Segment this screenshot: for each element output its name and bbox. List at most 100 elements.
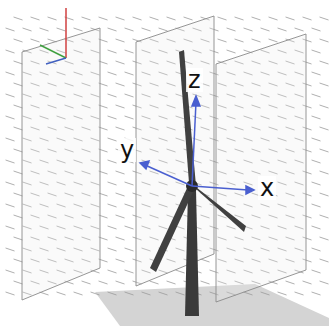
flow-vector xyxy=(142,292,151,295)
flow-vector xyxy=(116,281,125,284)
flow-vector xyxy=(82,17,91,20)
flow-vector xyxy=(142,28,151,31)
flow-vector xyxy=(91,292,100,295)
flow-vector xyxy=(295,292,304,295)
flow-vector xyxy=(57,292,66,295)
flow-vector xyxy=(320,237,329,240)
flow-vector xyxy=(116,83,125,86)
flow-vector xyxy=(14,259,23,262)
flow-vector xyxy=(108,72,117,75)
axis-label: x xyxy=(258,176,276,200)
flow-vector xyxy=(125,94,134,97)
flow-vector xyxy=(125,226,134,229)
flow-vector xyxy=(167,17,176,20)
flow-vector xyxy=(108,116,117,119)
flow-vector xyxy=(125,116,134,119)
axis-label: y xyxy=(118,138,136,162)
flow-vector xyxy=(6,94,15,97)
flow-vector xyxy=(269,17,278,20)
flow-vector xyxy=(14,149,23,152)
flow-vector xyxy=(6,270,15,273)
flow-vector xyxy=(150,17,159,20)
flow-vector xyxy=(6,28,15,31)
flow-vector xyxy=(320,17,329,20)
flow-vector xyxy=(108,138,117,141)
flow-vector xyxy=(125,182,134,185)
flow-vector xyxy=(116,17,125,20)
flow-vector xyxy=(14,127,23,130)
flow-vector xyxy=(14,281,23,284)
flow-vector xyxy=(176,292,185,295)
flow-vector xyxy=(108,248,117,251)
flow-vector xyxy=(31,39,40,42)
flow-vector xyxy=(6,182,15,185)
flow-vector xyxy=(125,50,134,53)
flow-vector xyxy=(14,105,23,108)
flow-vector xyxy=(312,204,321,207)
flow-vector xyxy=(125,28,134,31)
flow-vector xyxy=(312,72,321,75)
flow-vector xyxy=(125,270,134,273)
flow-vector xyxy=(320,215,329,218)
flow-vector xyxy=(286,17,295,20)
measurement-planes xyxy=(22,16,306,302)
flow-vector xyxy=(6,226,15,229)
flow-vector xyxy=(312,160,321,163)
flow-vector xyxy=(320,83,329,86)
flow-vector xyxy=(320,149,329,152)
flow-vector xyxy=(261,28,270,31)
flow-vector xyxy=(6,160,15,163)
reference-triad xyxy=(40,8,66,64)
flow-vector xyxy=(6,72,15,75)
flow-vector xyxy=(320,105,329,108)
flow-vector xyxy=(108,160,117,163)
flow-vector xyxy=(227,50,236,53)
flow-vector xyxy=(159,28,168,31)
flow-vector xyxy=(312,138,321,141)
flow-vector xyxy=(14,83,23,86)
flow-vector xyxy=(125,292,134,295)
flow-vector xyxy=(99,17,108,20)
flow-vector xyxy=(312,50,321,53)
flow-vector xyxy=(14,39,23,42)
flow-vector xyxy=(14,61,23,64)
flow-vector xyxy=(116,215,125,218)
flow-vector xyxy=(252,39,261,42)
flow-vector xyxy=(320,127,329,130)
wind-turbine xyxy=(150,50,246,316)
flow-vector xyxy=(23,28,32,31)
flow-vector xyxy=(6,292,15,295)
flow-vector xyxy=(125,204,134,207)
flow-vector xyxy=(57,28,66,31)
flow-vector xyxy=(6,248,15,251)
flow-vector xyxy=(108,292,117,295)
flow-vector xyxy=(125,72,134,75)
flow-vector xyxy=(82,281,91,284)
flow-vector xyxy=(108,28,117,31)
flow-vector xyxy=(312,28,321,31)
flow-vector xyxy=(235,17,244,20)
flow-vector xyxy=(227,28,236,31)
flow-vector xyxy=(74,292,83,295)
flow-vector xyxy=(218,39,227,42)
flow-vector xyxy=(167,281,176,284)
flow-vector xyxy=(320,193,329,196)
flow-vector xyxy=(108,182,117,185)
flow-vector xyxy=(312,94,321,97)
flow-vector xyxy=(108,226,117,229)
turbine-axes xyxy=(140,96,254,194)
flow-vector xyxy=(74,28,83,31)
flow-vector xyxy=(108,204,117,207)
flow-vector xyxy=(312,182,321,185)
flow-vector xyxy=(278,292,287,295)
flow-vector xyxy=(303,17,312,20)
flow-vector xyxy=(14,17,23,20)
flow-vector xyxy=(312,226,321,229)
axis-label: z xyxy=(186,68,203,92)
flow-vector xyxy=(108,94,117,97)
flow-vector xyxy=(6,116,15,119)
ground-plane xyxy=(95,284,329,326)
flow-vector xyxy=(116,193,125,196)
